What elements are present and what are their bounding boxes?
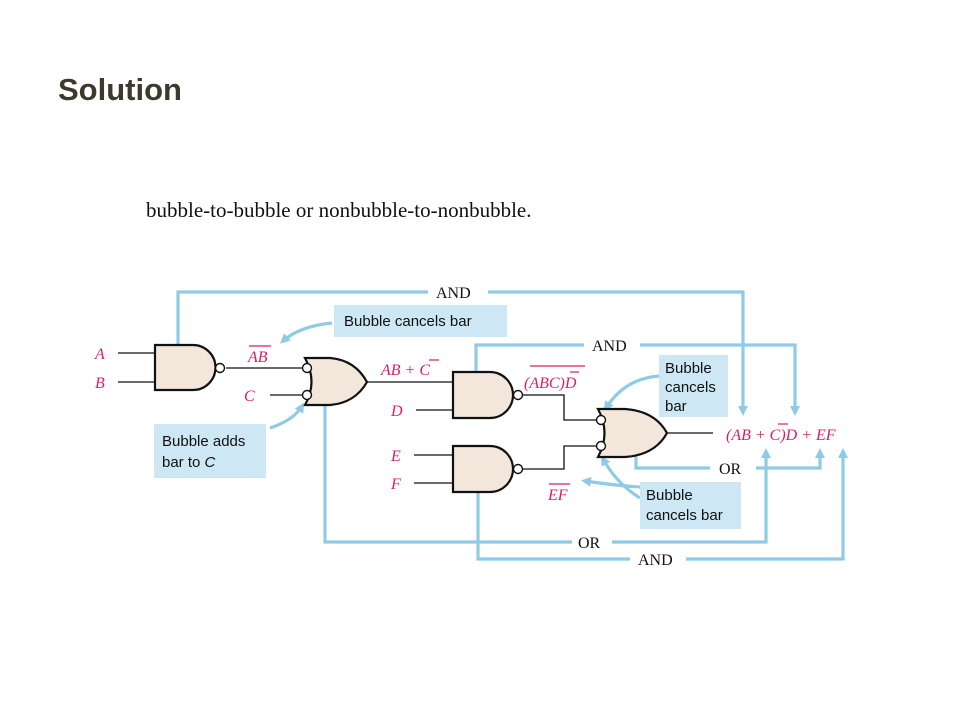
input-label-c: C	[244, 388, 255, 405]
callout-bubble-cancels-bar-top: Bubble cancels bar	[334, 305, 507, 337]
input-label-f: F	[390, 476, 401, 493]
callout-text-line-1: Bubble	[665, 360, 712, 377]
route-label-or-right: OR	[719, 461, 742, 478]
input-label-d: D	[390, 403, 403, 420]
signal-label-abcd: (ABC)D	[524, 375, 577, 392]
or-gate-output	[595, 407, 669, 459]
callout-text-var: C	[205, 454, 216, 471]
nand-gate-abc-d	[451, 370, 524, 420]
callout-bubble-cancels-bar-bottom: Bubble cancels bar	[640, 482, 741, 529]
route-lines	[176, 290, 848, 561]
nand-gate-ab	[153, 343, 226, 392]
route-label-and-mid: AND	[592, 338, 627, 355]
callout-text: Bubble cancels bar	[344, 313, 472, 330]
output-expression: (AB + C)D + EF	[726, 427, 836, 444]
callout-text-line-2: cancels bar	[646, 507, 723, 524]
wires	[118, 352, 713, 484]
callout-bubble-adds-bar: Bubble adds bar to C	[154, 424, 266, 478]
callout-text-line-2: bar to C	[162, 454, 216, 471]
slide-subtitle: bubble-to-bubble or nonbubble-to-nonbubb…	[146, 198, 532, 222]
signal-label-ab-bar: AB	[247, 349, 268, 366]
input-label-b: B	[95, 375, 105, 392]
route-label-and-bottom: AND	[638, 552, 673, 569]
input-label-a: A	[94, 346, 105, 363]
slide-title: Solution	[58, 72, 182, 107]
or-gate-ab-c	[301, 356, 369, 407]
route-label-or-bottom: OR	[578, 535, 601, 552]
callout-text-line-3: bar	[665, 398, 687, 415]
callout-text-line-2: cancels	[665, 379, 716, 396]
callout-bubble-cancels-bar-right: Bubble cancels bar	[659, 355, 728, 417]
route-label-and-top: AND	[436, 285, 471, 302]
callout-text-line-1: Bubble	[646, 487, 693, 504]
callout-text-prefix: bar to	[162, 454, 205, 471]
signal-label-ef-bar: EF	[547, 487, 568, 504]
input-label-e: E	[390, 448, 401, 465]
signal-label-ab-plus-cbar: AB + C	[380, 362, 430, 379]
nand-gate-ef	[451, 444, 524, 494]
callout-text-line-1: Bubble adds	[162, 433, 245, 450]
